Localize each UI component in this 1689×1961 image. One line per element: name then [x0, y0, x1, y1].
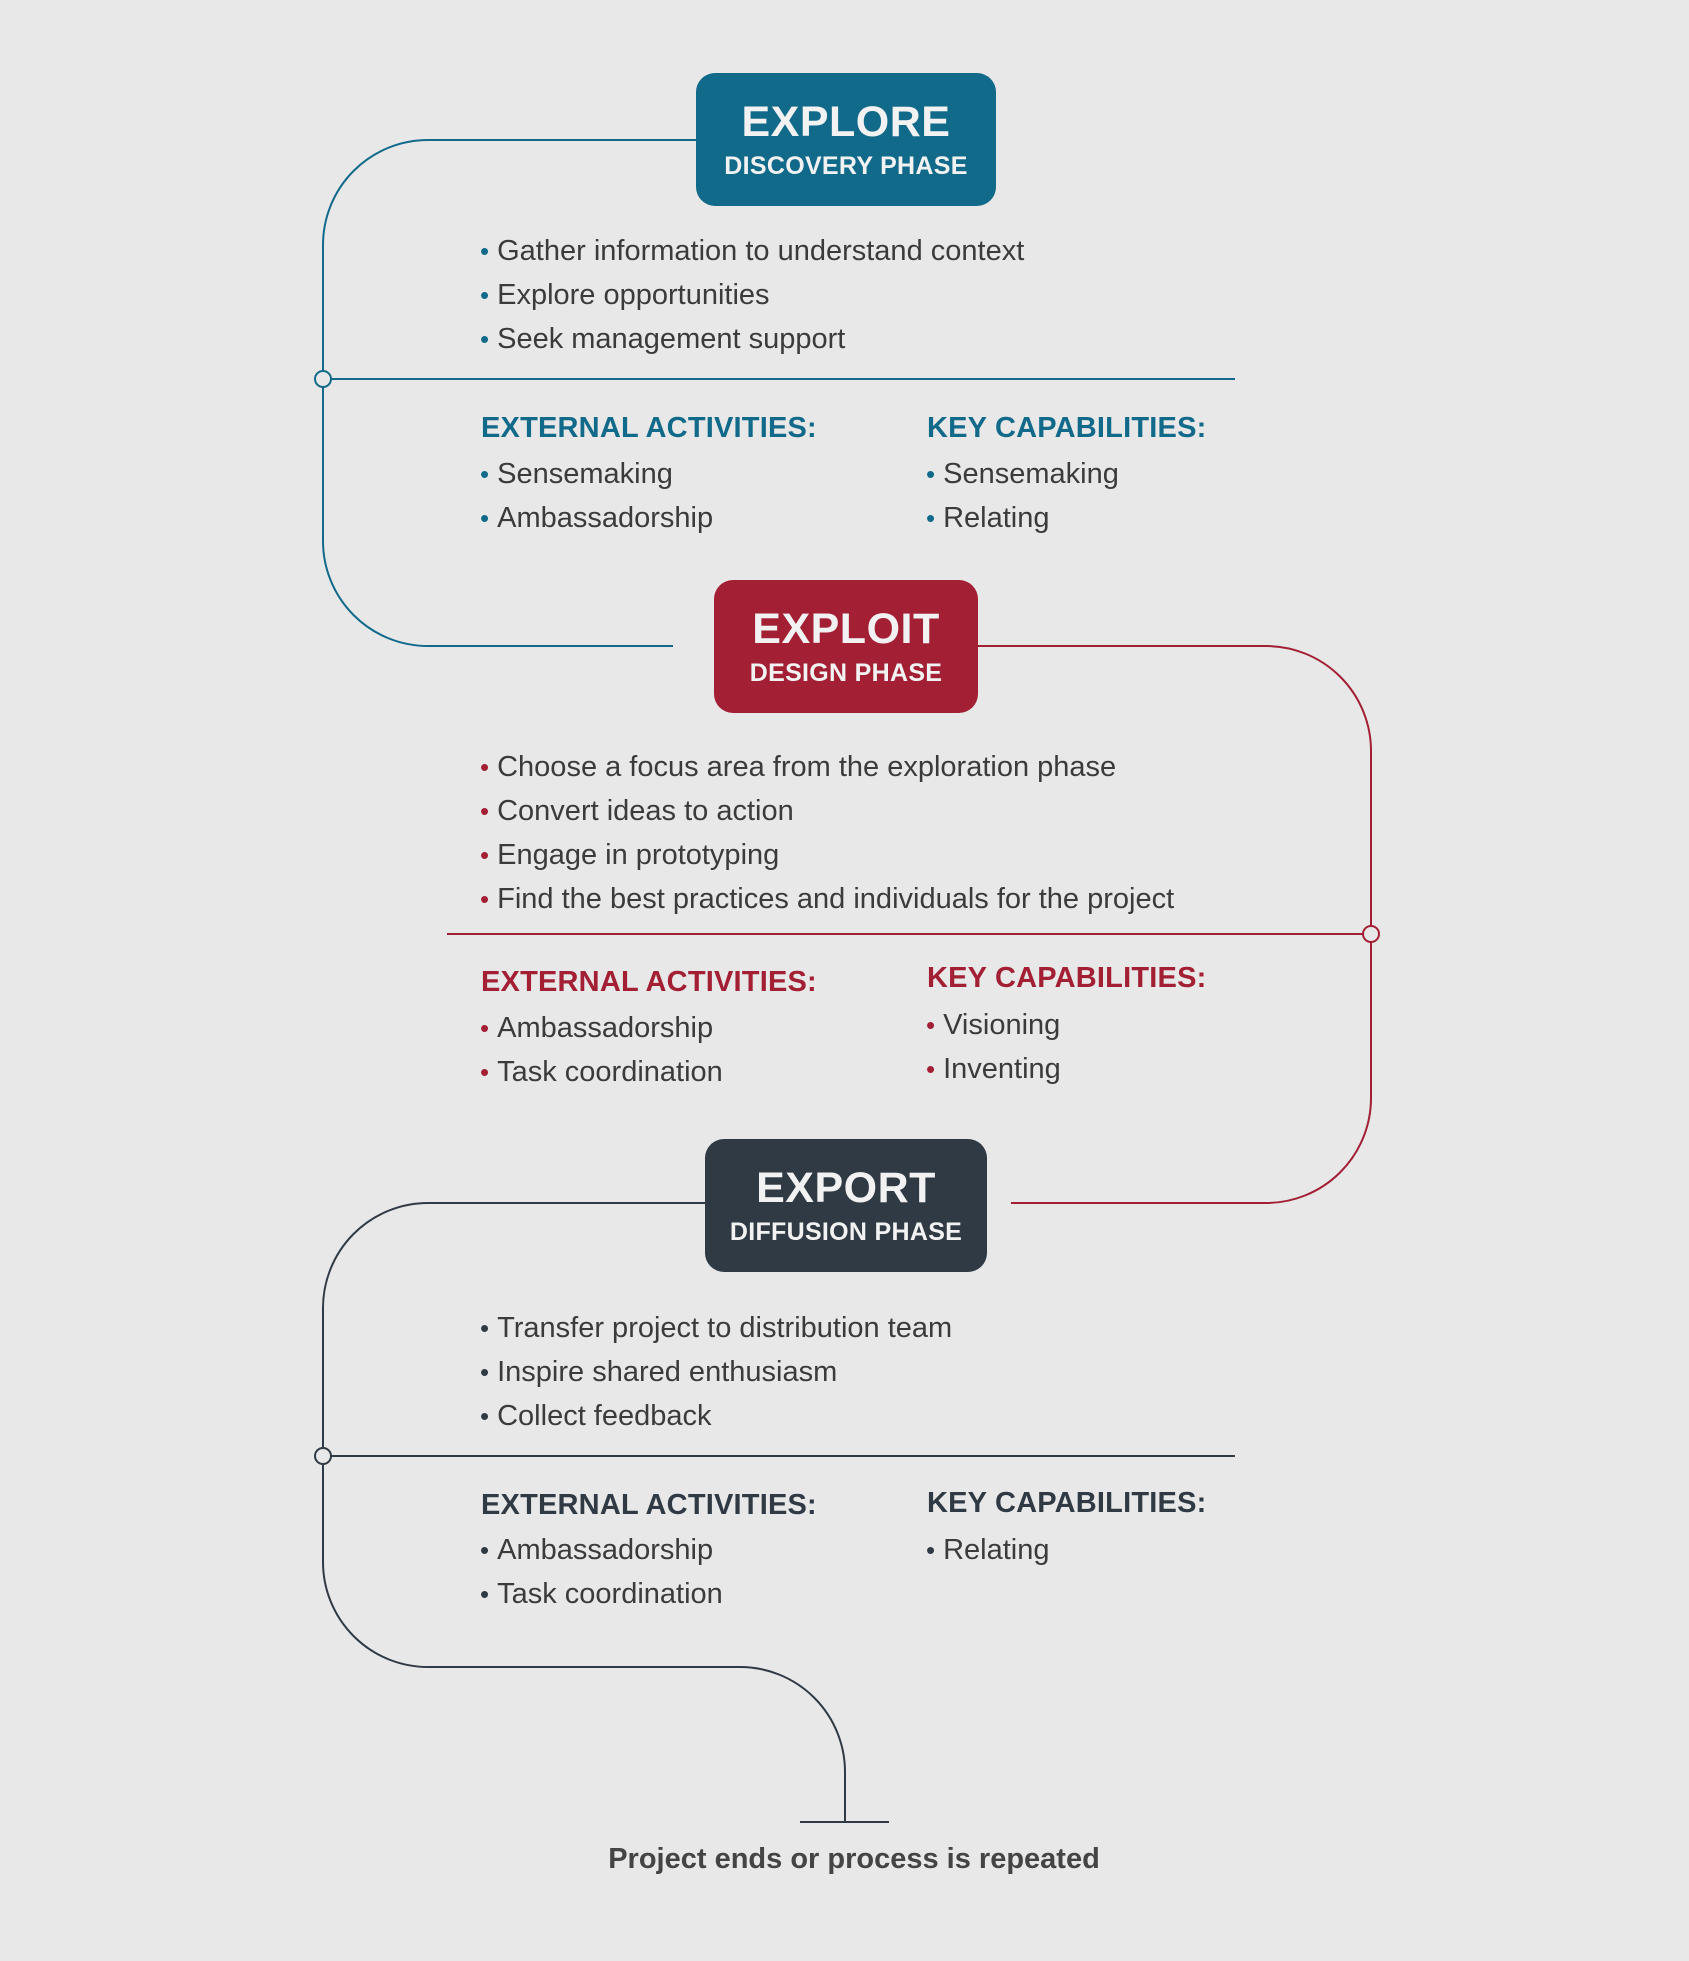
- bullet-icon: •: [480, 1579, 490, 1609]
- explore-subtitle: DISCOVERY PHASE: [724, 151, 968, 180]
- explore-node-icon: [314, 370, 332, 388]
- exploit-items: •Choose a focus area from the exploratio…: [480, 745, 1174, 921]
- bullet-icon: •: [926, 1010, 936, 1040]
- bullet-icon: •: [480, 1013, 490, 1043]
- explore-title: EXPLORE: [741, 97, 951, 146]
- bullet-icon: •: [926, 503, 936, 533]
- exploit-capabilities-title: KEY CAPABILITIES:: [927, 962, 1207, 994]
- list-item: •Seek management support: [480, 323, 846, 355]
- list-item: •Collect feedback: [480, 1400, 712, 1432]
- export-external-items: •Ambassadorship •Task coordination: [480, 1528, 723, 1616]
- bullet-icon: •: [926, 459, 936, 489]
- list-item: •Ambassadorship: [480, 1012, 714, 1044]
- bullet-icon: •: [480, 840, 490, 870]
- explore-items: •Gather information to understand contex…: [480, 229, 1024, 361]
- list-item: •Ambassadorship: [480, 502, 714, 534]
- bullet-icon: •: [480, 796, 490, 826]
- list-item: •Inventing: [926, 1053, 1061, 1085]
- list-item: •Relating: [926, 502, 1050, 534]
- explore-connector-path: [322, 139, 696, 647]
- list-item: •Choose a focus area from the exploratio…: [480, 751, 1117, 783]
- export-external-title: EXTERNAL ACTIVITIES:: [481, 1489, 817, 1521]
- bullet-icon: •: [480, 1535, 490, 1565]
- bullet-icon: •: [480, 236, 490, 266]
- exploit-capabilities-items: •Visioning •Inventing: [926, 1003, 1061, 1091]
- explore-external-items: •Sensemaking •Ambassadorship: [480, 452, 713, 540]
- bullet-icon: •: [480, 1313, 490, 1343]
- export-phase-box: EXPORT DIFFUSION PHASE: [705, 1139, 987, 1272]
- list-item: •Convert ideas to action: [480, 795, 794, 827]
- explore-external-title: EXTERNAL ACTIVITIES:: [481, 412, 817, 444]
- list-item: •Task coordination: [480, 1056, 723, 1088]
- bullet-icon: •: [480, 752, 490, 782]
- bullet-icon: •: [926, 1054, 936, 1084]
- bullet-icon: •: [926, 1535, 936, 1565]
- list-item: •Inspire shared enthusiasm: [480, 1356, 838, 1388]
- export-capabilities-title: KEY CAPABILITIES:: [927, 1487, 1207, 1519]
- list-item: •Transfer project to distribution team: [480, 1312, 953, 1344]
- list-item: •Explore opportunities: [480, 279, 770, 311]
- exploit-title: EXPLOIT: [752, 604, 940, 653]
- export-subtitle: DIFFUSION PHASE: [729, 1217, 963, 1246]
- list-item: •Relating: [926, 1534, 1050, 1566]
- export-capabilities-items: •Relating: [926, 1528, 1050, 1572]
- exploit-connector-path: [978, 645, 1372, 1204]
- bullet-icon: •: [480, 459, 490, 489]
- list-item: •Engage in prototyping: [480, 839, 780, 871]
- list-item: •Find the best practices and individuals…: [480, 883, 1175, 915]
- exploit-external-title: EXTERNAL ACTIVITIES:: [481, 966, 817, 998]
- list-item: •Ambassadorship: [480, 1534, 714, 1566]
- bullet-icon: •: [480, 280, 490, 310]
- export-items: •Transfer project to distribution team •…: [480, 1306, 952, 1438]
- exploit-external-items: •Ambassadorship •Task coordination: [480, 1006, 723, 1094]
- exploit-phase-box: EXPLOIT DESIGN PHASE: [714, 580, 978, 713]
- bullet-icon: •: [480, 1057, 490, 1087]
- bullet-icon: •: [480, 884, 490, 914]
- exploit-subtitle: DESIGN PHASE: [749, 658, 943, 687]
- bullet-icon: •: [480, 503, 490, 533]
- list-item: •Sensemaking: [926, 458, 1119, 490]
- bullet-icon: •: [480, 1357, 490, 1387]
- explore-phase-box: EXPLORE DISCOVERY PHASE: [696, 73, 996, 206]
- list-item: •Sensemaking: [480, 458, 673, 490]
- export-title: EXPORT: [756, 1163, 936, 1212]
- list-item: •Gather information to understand contex…: [480, 235, 1025, 267]
- list-item: •Task coordination: [480, 1578, 723, 1610]
- end-label: Project ends or process is repeated: [608, 1843, 1100, 1875]
- bullet-icon: •: [480, 324, 490, 354]
- bullet-icon: •: [480, 1401, 490, 1431]
- export-node-icon: [314, 1447, 332, 1465]
- exploit-node-icon: [1362, 925, 1380, 943]
- export-connector-path: [322, 1202, 846, 1822]
- explore-capabilities-title: KEY CAPABILITIES:: [927, 412, 1207, 444]
- list-item: •Visioning: [926, 1009, 1061, 1041]
- explore-capabilities-items: •Sensemaking •Relating: [926, 452, 1119, 540]
